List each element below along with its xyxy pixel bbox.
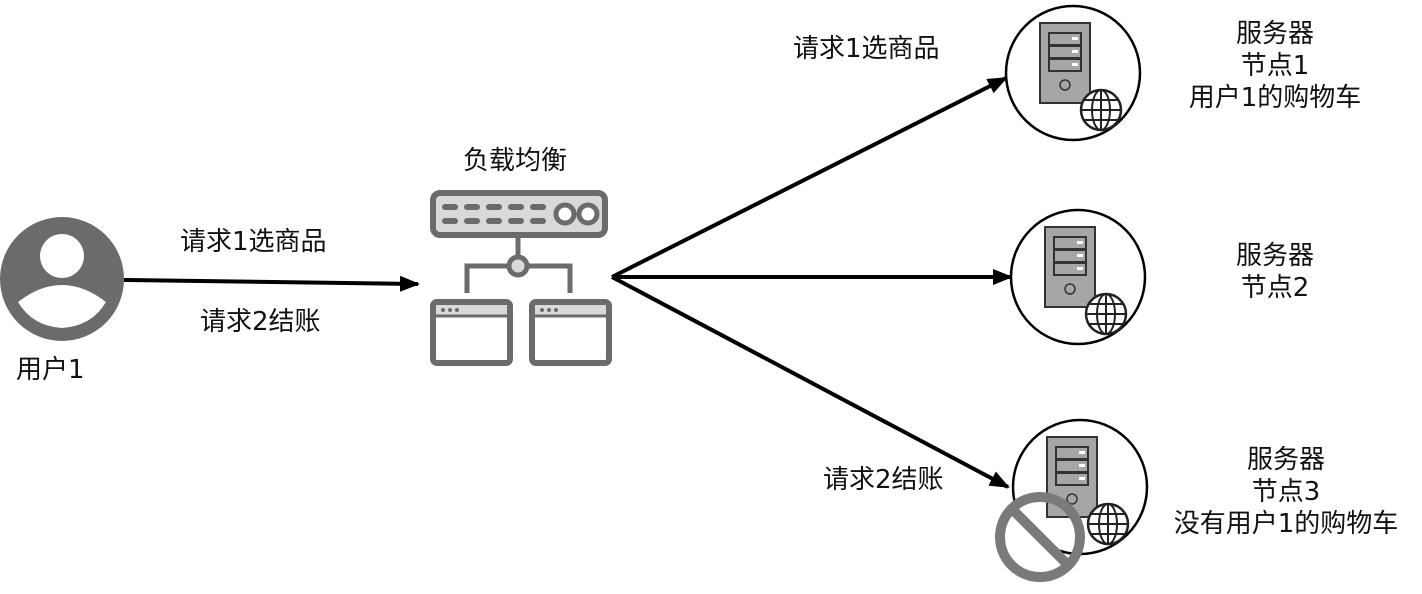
server-node-2-label: 服务器 节点2 — [1160, 240, 1390, 304]
lb-to-server-3-arrow — [611, 275, 1010, 489]
server-node-3-line: 节点3 — [1251, 477, 1321, 507]
server-tower-icon — [1039, 22, 1091, 104]
globe-icon — [1079, 88, 1123, 132]
server-node-2-line: 服务器 — [1235, 241, 1314, 271]
client-edge-label-request-2: 请求2结账 — [200, 307, 321, 337]
server-node-2-line: 节点2 — [1240, 273, 1310, 303]
load-balancer-icon — [430, 190, 612, 366]
server-node-3-line: 服务器 — [1246, 445, 1325, 475]
server-tower-icon — [1044, 226, 1096, 308]
edge-label-server-3: 请求2结账 — [823, 465, 944, 495]
prohibited-icon — [995, 492, 1085, 582]
edge-label-server-1: 请求1选商品 — [793, 34, 940, 64]
server-node-2-node — [1009, 208, 1147, 346]
globe-icon — [1086, 502, 1130, 546]
load-balancer-label: 负载均衡 — [463, 146, 568, 176]
server-node-3-node — [995, 418, 1149, 582]
user-label: 用户1 — [16, 355, 85, 385]
server-node-1-line: 节点1 — [1240, 51, 1310, 81]
lb-to-server-1-arrow — [611, 76, 1008, 279]
client-to-lb-arrow — [123, 275, 420, 292]
client-edge-label-request-1: 请求1选商品 — [180, 227, 327, 257]
server-node-3-label: 服务器 节点3 没有用户1的购物车 — [1150, 444, 1422, 540]
server-node-1-line: 用户1的购物车 — [1188, 83, 1362, 113]
server-node-1-line: 服务器 — [1235, 19, 1314, 49]
server-node-1-node — [1004, 4, 1142, 142]
server-node-1-label: 服务器 节点1 用户1的购物车 — [1160, 18, 1390, 114]
user-avatar-icon — [0, 217, 124, 341]
server-node-3-line: 没有用户1的购物车 — [1173, 509, 1399, 539]
globe-icon — [1084, 292, 1128, 336]
